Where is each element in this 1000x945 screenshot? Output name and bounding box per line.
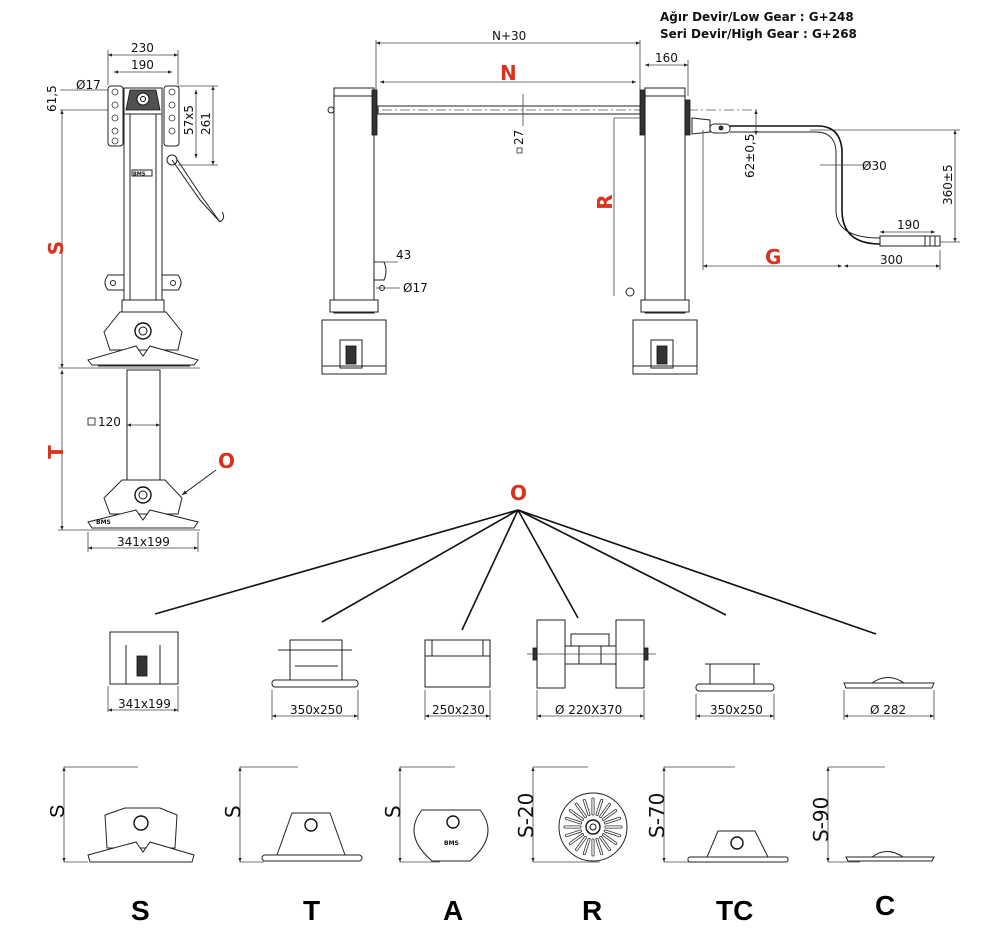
dim-plate-height: 261 [199,112,213,135]
foot-type-r: S-20 R [514,766,628,926]
dim-hole-dia: Ø17 [76,78,101,92]
radial-slot [575,836,587,851]
radial-slot [602,809,617,821]
radial-slot [604,817,621,824]
height-label-c: S-90 [809,797,833,842]
height-label-t: S [221,805,245,818]
dim-overall-width: N+30 [492,29,526,43]
dim-handle-length: 190 [897,218,920,232]
dim-lug-hole: Ø17 [403,281,428,295]
dim-width-inner: 190 [131,58,154,72]
svg-text:BMS: BMS [96,519,111,526]
foot-size-s: 341x199 [118,697,171,711]
dim-crank-offset: 62±0,5 [743,134,757,178]
dim-foot-size: 341x199 [117,535,170,549]
foot-code-a: A [443,895,463,926]
foot-size-c: Ø 282 [870,703,906,717]
radial-slot [569,833,584,845]
dim-crank-dia: Ø30 [862,159,887,173]
radial-slot [596,799,603,816]
foot-size-t: 350x250 [290,703,343,717]
foot-code-s: S [131,895,150,926]
label-r: R [593,194,617,209]
height-label-a: S [381,805,405,818]
label-o-callout: O [510,481,527,505]
foot-code-t: T [303,895,320,926]
foot-type-s: S S [47,766,195,926]
dim-tube-size: 120 [98,415,121,429]
dim-side-offset: 160 [655,51,678,65]
label-o-side: O [218,449,235,473]
radial-slot [596,838,603,855]
radial-slot [565,817,582,824]
dim-handle-reach: 300 [880,253,903,267]
radial-slot [604,830,621,837]
low-gear-note: Ağır Devir/Low Gear : G+248 [660,10,854,24]
label-t: T [44,445,68,459]
radial-slot [599,836,611,851]
dim-offset: 61,5 [45,85,59,112]
foot-option-c-view: Ø 282 [843,677,935,720]
foot-option-s-view: 341x199 [107,631,179,712]
height-label-s: S [47,805,69,818]
dim-lug-offset: 43 [396,248,411,262]
radial-slot [599,803,611,818]
radial-slot [565,830,582,837]
radial-slot [583,838,590,855]
front-view-assembly: N+30 N 27 43 Ø17 R [321,29,960,375]
svg-text:BMS: BMS [444,840,459,847]
foot-size-r: Ø 220X370 [555,703,622,717]
dim-shaft-size: 27 [512,130,526,145]
foot-option-r-view: Ø 220X370 [527,619,656,720]
foot-option-tc-view: 350x250 [695,663,775,720]
radial-slot [575,803,587,818]
height-label-tc: S-70 [645,793,669,838]
foot-type-c: S-90 C [809,766,935,921]
foot-code-c: C [875,890,895,921]
radial-slot [583,799,590,816]
foot-code-r: R [582,895,602,926]
label-g: G [765,245,781,269]
label-s: S [44,241,68,255]
foot-option-a-view: 250x230 [424,639,491,720]
foot-options-callout: O [154,481,877,635]
foot-type-tc: S-70 TC [645,766,789,926]
dim-crank-height: 360±5 [941,164,955,205]
foot-size-tc: 350x250 [710,703,763,717]
foot-type-a: S BMS A [381,766,489,926]
foot-code-tc: TC [716,895,753,926]
high-gear-note: Seri Devir/High Gear : G+268 [660,27,857,41]
side-view-leg: 230 190 Ø17 61,5 57x5 261 BMS [44,41,235,552]
height-label-r: S-20 [514,793,538,838]
foot-type-t: S T [221,766,363,926]
brand-mark: BMS [133,172,146,178]
radial-slot [602,833,617,845]
label-n: N [500,61,517,85]
foot-size-a: 250x230 [432,703,485,717]
foot-option-t-view: 350x250 [271,639,359,720]
radial-slot [569,809,584,821]
dim-width-outer: 230 [131,41,154,55]
dim-hole-pitch: 57x5 [182,105,196,135]
